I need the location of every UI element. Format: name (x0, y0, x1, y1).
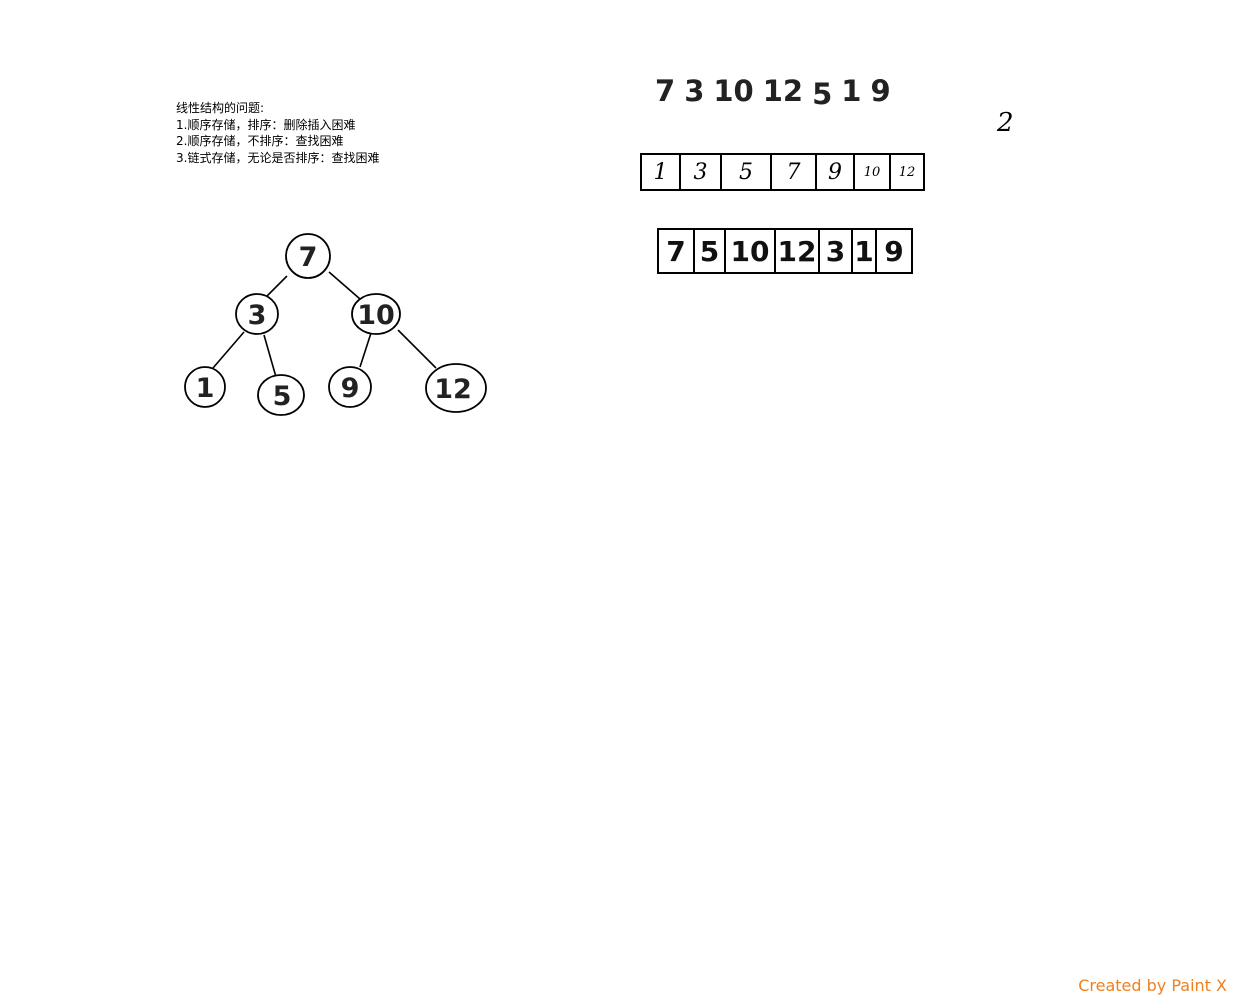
node-left-left-label: 1 (196, 373, 215, 404)
edge-root-right (328, 271, 361, 300)
node-left-label: 3 (248, 300, 267, 331)
sequence-item: 12 (762, 74, 804, 108)
edge-root-left (266, 275, 288, 297)
array-cell: 7 (657, 228, 695, 274)
sequence-item: 3 (684, 74, 705, 108)
array-cell: 12 (889, 153, 925, 191)
node-root (285, 233, 331, 279)
node-left (235, 293, 279, 335)
edge-right-rightleft (359, 332, 372, 368)
edge-right-rightright (397, 329, 437, 369)
sequence-item: 10 (713, 74, 754, 108)
node-left-right-label: 5 (273, 381, 292, 412)
notes-line-1: 1.顺序存储，排序：删除插入困难 (176, 117, 356, 132)
array-cell: 1 (640, 153, 681, 191)
node-right-left-label: 9 (341, 373, 360, 404)
unsorted-array: 7 5 10 12 3 1 9 (657, 228, 913, 274)
edge-left-leftright (263, 334, 277, 378)
sequence-item: 5 (812, 77, 833, 111)
array-cell: 10 (853, 153, 891, 191)
node-right-label: 10 (357, 300, 395, 331)
node-right-right (425, 363, 487, 413)
array-cell: 10 (724, 228, 776, 274)
edge-left-leftleft (212, 331, 245, 369)
node-root-label: 7 (299, 242, 318, 273)
binary-tree: 7 3 10 1 5 9 12 (184, 233, 487, 416)
sequence-item: 9 (870, 74, 891, 108)
array-cell: 3 (679, 153, 722, 191)
handwritten-mark: 2 (997, 108, 1014, 138)
array-cell: 9 (875, 228, 913, 274)
array-cell: 7 (770, 153, 817, 191)
node-right-left (328, 366, 372, 408)
number-sequence: 7 3 10 12 5 1 9 (655, 74, 891, 111)
array-cell: 1 (851, 228, 877, 274)
array-cell: 12 (774, 228, 820, 274)
sequence-item: 1 (841, 74, 862, 108)
node-right (351, 293, 401, 335)
footer-credit: Created by Paint X (1078, 976, 1227, 995)
array-cell: 5 (693, 228, 726, 274)
sorted-array: 1 3 5 7 9 10 12 (640, 153, 925, 191)
notes-title: 线性结构的问题: (176, 101, 265, 115)
notes-line-3: 3.链式存储，无论是否排序：查找困难 (176, 150, 380, 165)
notes-line-2: 2.顺序存储，不排序：查找困难 (176, 134, 344, 148)
notes-block: 线性结构的问题: 1.顺序存储，排序：删除插入困难 2.顺序存储，不排序：查找困… (176, 100, 379, 166)
node-left-left (184, 366, 226, 408)
node-left-right (257, 374, 305, 416)
node-right-right-label: 12 (434, 374, 472, 405)
array-cell: 9 (815, 153, 855, 191)
array-cell: 3 (818, 228, 853, 274)
sequence-item: 7 (655, 74, 676, 108)
array-cell: 5 (720, 153, 772, 191)
